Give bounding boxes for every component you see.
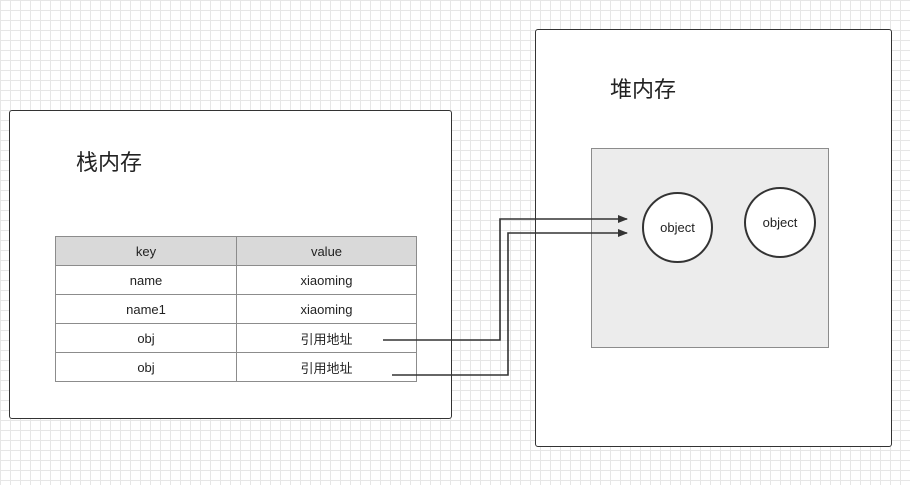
reference-arrow-2 bbox=[392, 229, 628, 376]
row-value: 引用地址 bbox=[236, 352, 417, 382]
stack-key-value-table: key value name xiaoming name1 xiaoming o… bbox=[55, 236, 417, 382]
value-column-header: value bbox=[236, 236, 417, 266]
row-key: obj bbox=[55, 323, 237, 353]
row-key: obj bbox=[55, 352, 237, 382]
heap-memory-title: 堆内存 bbox=[610, 78, 677, 103]
table-row: obj 引用地址 bbox=[55, 352, 417, 382]
heap-object-node: object bbox=[642, 192, 713, 263]
reference-arrow-1 bbox=[383, 215, 628, 341]
stack-memory-title: 栈内存 bbox=[76, 151, 143, 176]
row-value: xiaoming bbox=[236, 294, 417, 324]
heap-object-node: object bbox=[744, 187, 816, 258]
table-row: name1 xiaoming bbox=[55, 294, 417, 324]
